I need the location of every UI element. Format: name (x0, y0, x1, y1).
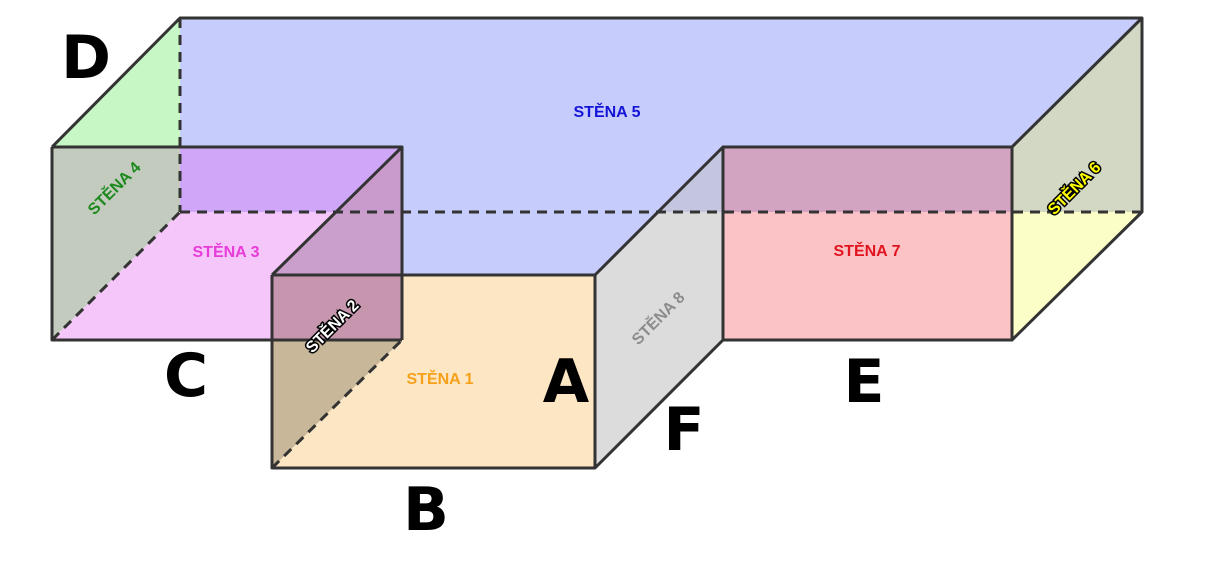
point-f-label: F (664, 395, 705, 465)
wall-5-face (52, 18, 1142, 275)
wall-3-overlap-face (180, 147, 402, 212)
wall-5-label: STĚNA 5 (574, 102, 641, 121)
point-b-label: B (403, 475, 449, 545)
wall-8-face (595, 147, 723, 468)
edge-left-wall (50, 147, 402, 342)
wall-1-upper-overlap-face (272, 275, 402, 340)
wall-4-face (52, 147, 180, 340)
wall-7-top-face (723, 147, 1012, 212)
hidden-edge-wall1-diagonal (270, 338, 404, 470)
wall-3-label: STĚNA 3 (193, 242, 260, 261)
edge-wall2-diagonal (270, 145, 404, 277)
wall-7-label: STĚNA 7 (834, 241, 901, 260)
wall-1-label: STĚNA 1 (407, 369, 474, 388)
wall-6-face (1012, 18, 1142, 212)
point-e-label: E (844, 347, 885, 417)
hidden-edge-left-floor (50, 210, 182, 342)
point-a-label: A (543, 347, 590, 417)
point-d-label: D (61, 23, 111, 93)
edge-right-diagonal (1010, 16, 1144, 149)
point-c-label: C (164, 341, 208, 411)
